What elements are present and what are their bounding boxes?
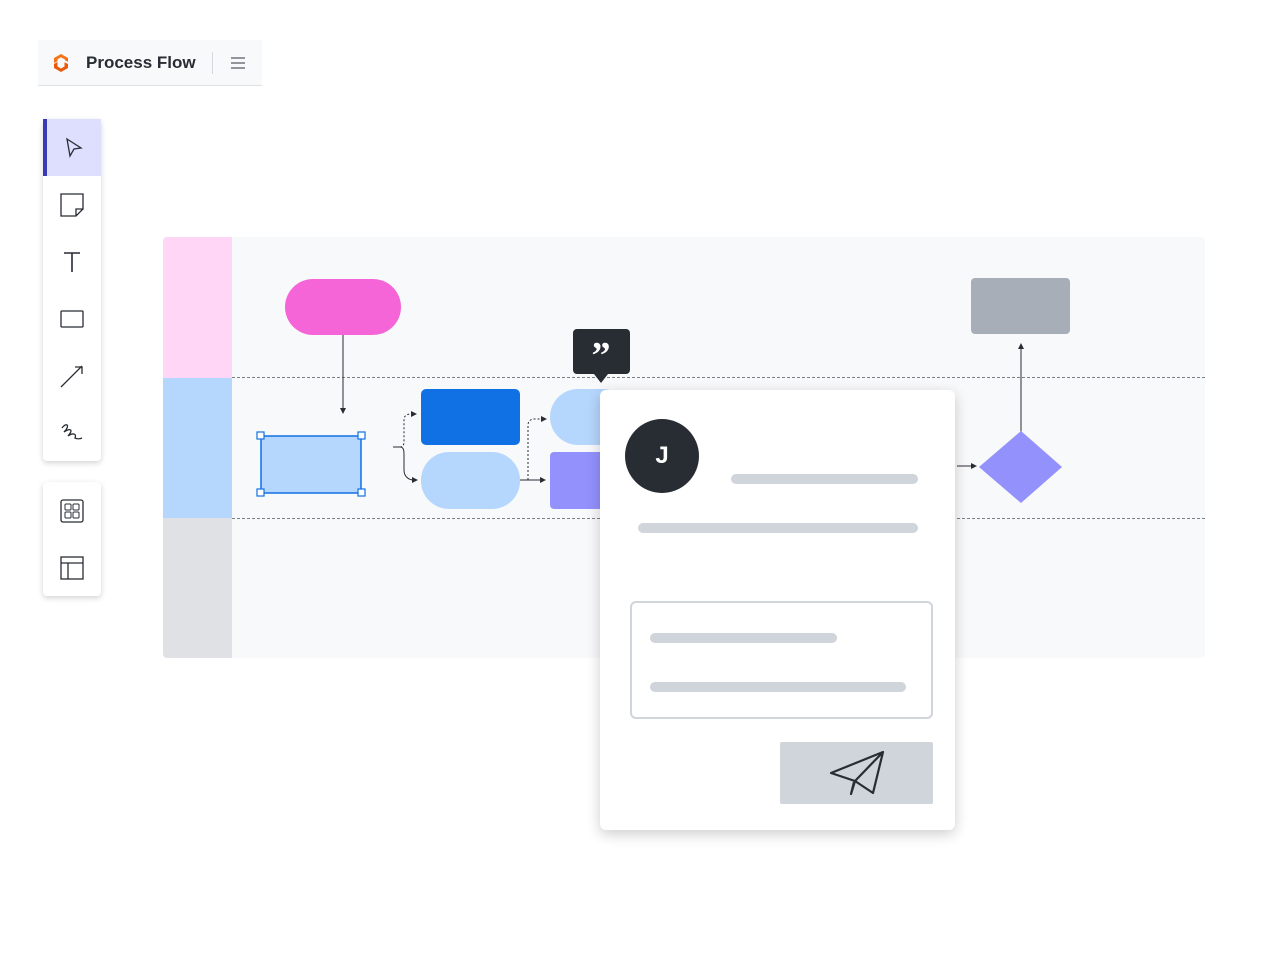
- avatar: J: [625, 419, 699, 493]
- logo-icon: [54, 53, 68, 72]
- freehand-icon: [61, 423, 83, 439]
- reply-input[interactable]: [630, 601, 933, 719]
- tool-freehand[interactable]: [43, 404, 101, 461]
- lane-header-3[interactable]: [163, 518, 232, 658]
- svg-text:”: ”: [592, 335, 611, 377]
- process-purple: [550, 452, 610, 509]
- tool-text[interactable]: [43, 233, 101, 290]
- comment-panel: J: [600, 390, 955, 830]
- tool-select[interactable]: [43, 119, 101, 176]
- lane-header-2[interactable]: [163, 378, 232, 518]
- tool-line[interactable]: [43, 347, 101, 404]
- secondary-palette: [43, 482, 101, 596]
- layout-icon: [60, 555, 84, 580]
- placeholder-line: [731, 474, 918, 484]
- document-header: Process Flow: [38, 40, 262, 86]
- rectangle-icon: [60, 309, 84, 328]
- lane-divider: [232, 377, 1205, 378]
- selection-handles: [256, 431, 366, 497]
- document-title[interactable]: Process Flow: [86, 52, 196, 72]
- placeholder-line: [650, 633, 837, 643]
- tool-sticky-note[interactable]: [43, 176, 101, 233]
- paper-plane-icon: [829, 750, 884, 796]
- connector-dotted: [527, 416, 547, 480]
- lane-header-1[interactable]: [163, 237, 232, 378]
- comment-bubble-icon: ”: [573, 329, 630, 383]
- process-blue: [421, 389, 520, 445]
- grid-icon: [60, 498, 84, 523]
- placeholder-line: [650, 682, 906, 692]
- tool-shape-library[interactable]: [43, 482, 101, 539]
- terminator-light: [421, 452, 520, 509]
- connector-dotted: [399, 411, 417, 448]
- placeholder-line: [638, 523, 918, 533]
- arrow-line-icon: [60, 365, 83, 387]
- pointer-icon: [66, 137, 83, 158]
- send-button[interactable]: [780, 742, 933, 804]
- tool-palette: [43, 119, 101, 461]
- header-divider: [211, 51, 213, 74]
- hamburger-menu-icon[interactable]: [230, 56, 245, 69]
- process-gray: [971, 278, 1070, 334]
- tool-rectangle[interactable]: [43, 290, 101, 347]
- selected-process: [260, 435, 362, 494]
- connector: [393, 446, 418, 483]
- tool-templates[interactable]: [43, 539, 101, 596]
- sticky-note-icon: [60, 192, 84, 217]
- decision-diamond: [979, 431, 1062, 503]
- start-terminator: [285, 279, 401, 335]
- text-icon: [64, 251, 80, 272]
